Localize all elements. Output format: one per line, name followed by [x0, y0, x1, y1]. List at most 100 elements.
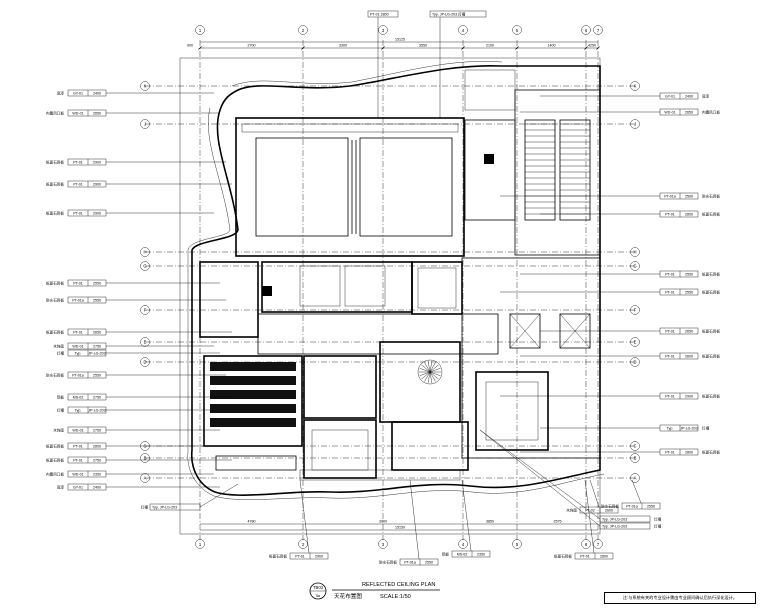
tag-label: 防水石膏板 — [601, 504, 619, 509]
dimension-total: 15125 — [395, 38, 405, 42]
tag-label: 防水石膏板 — [46, 373, 64, 378]
grid-bubble-label: 7 — [597, 28, 600, 33]
grid-bubble-label: J — [634, 122, 636, 127]
tag-height: 2650 — [93, 112, 101, 116]
tag-code: PT-01 — [665, 451, 675, 455]
slat-band — [210, 404, 296, 413]
tag-label: 铝板 — [57, 395, 65, 400]
tag-label: 纸面石膏板 — [702, 272, 720, 277]
tag-label: 底漆 — [57, 485, 65, 490]
grid-bubble-label: 4 — [462, 28, 465, 33]
stair-treads — [525, 123, 590, 215]
tag-code: PT-01 2800 — [370, 13, 389, 17]
tag-height: 2500 — [685, 195, 693, 199]
material-tag — [659, 352, 699, 360]
tag-code: Typ. — [75, 409, 82, 413]
tag-code: PT-01 — [73, 445, 83, 449]
grid-bubble-label: 1 — [199, 28, 202, 33]
material-tag — [659, 192, 699, 200]
material-tag — [67, 209, 107, 217]
tag-height: 2900 — [93, 161, 101, 165]
tag-code: PT-01a — [72, 374, 84, 378]
grid-bubble-label: D — [633, 360, 636, 365]
tag-code: PT-01 — [73, 459, 83, 463]
room-left-upper — [199, 261, 259, 338]
tag-label: 灯槽 — [141, 505, 149, 510]
grid-bubble-left — [140, 81, 150, 91]
dimension-value: 2100 — [486, 44, 494, 48]
tag-label: 纸面石膏板 — [46, 281, 64, 286]
tag-height: 2600 — [685, 355, 693, 359]
grid-bubble-right — [630, 357, 640, 367]
tag-label: 纸面石膏板 — [46, 160, 64, 165]
tag-code: Typ. — [667, 427, 674, 431]
tag-label: 纸面石膏板 — [46, 182, 64, 187]
tag-height: 2550 — [647, 505, 655, 509]
tag-label: 灯槽 — [57, 351, 65, 356]
dimension-value: 4250 — [588, 44, 596, 48]
tag-code: PT-01 — [665, 330, 675, 334]
grid-bubble-label: F — [634, 308, 637, 313]
tag-code: MS-02 — [73, 396, 84, 400]
tag-code: PT-01a — [626, 505, 638, 509]
wc-zone — [303, 355, 377, 419]
tag-code: PT-01 — [665, 355, 675, 359]
tag-code: PT-01 — [580, 555, 590, 559]
tag-height: 2600 — [605, 509, 613, 513]
material-tag — [579, 506, 619, 514]
tag-label: 防水石膏板 — [46, 298, 64, 303]
tag-code: PT-01 — [295, 555, 305, 559]
tag-code: WD-01 — [72, 345, 83, 349]
closet-zone — [303, 419, 377, 479]
grid-bubble-label: 3 — [382, 542, 385, 547]
material-tag — [67, 109, 107, 117]
tag-height: 2750 — [93, 429, 101, 433]
material-tag — [67, 371, 107, 379]
tag-label: 铝板 — [442, 552, 450, 557]
tag-code: PT-02 — [585, 509, 595, 513]
grid-bubble-right — [630, 119, 640, 129]
tag-label: 木饰面 — [566, 508, 577, 513]
tag-height: 2400 — [93, 92, 101, 96]
stair-well — [524, 119, 556, 221]
grid-bubble-top — [593, 25, 603, 35]
room-mid-upper — [261, 261, 413, 313]
grid-bubble-left — [140, 473, 150, 483]
tag-label: 木饰面 — [53, 428, 64, 433]
material-tag — [149, 503, 201, 511]
grid-bubble-top — [298, 25, 308, 35]
tag-label: 防水石膏板 — [379, 560, 397, 565]
tag-label: 纸面石膏板 — [702, 354, 720, 359]
tag-height: JP-LG-203 — [88, 352, 105, 356]
grid-bubble-left — [140, 261, 150, 271]
dimension-value: 900 — [187, 44, 193, 48]
tag-height: 2900 — [93, 183, 101, 187]
outer-curve-line — [187, 61, 605, 500]
tag-height: 2900 — [315, 555, 323, 559]
leader-lines — [106, 17, 660, 560]
tag-label: 纸面石膏板 — [46, 330, 64, 335]
linear-slat-ceiling — [210, 362, 296, 427]
material-tag — [67, 406, 107, 414]
material-tag — [659, 448, 699, 456]
grid-bubble-label: H — [633, 250, 636, 255]
grid-bubble-label: 3 — [382, 28, 385, 33]
grid-bubble-top — [581, 25, 591, 35]
grid-bubble-top — [378, 25, 388, 35]
slat-band — [210, 418, 296, 427]
grid-bubble-label: J — [144, 122, 146, 127]
grid-bubble-bottom — [593, 539, 603, 549]
tag-code: PT-01a — [404, 561, 416, 565]
grid-bubble-left — [140, 247, 150, 257]
dimension-value: 3850 — [486, 520, 494, 524]
grid-bubble-label: F — [144, 308, 147, 313]
grid-bubble-label: 6 — [585, 28, 588, 33]
tag-height: 2650 — [685, 111, 693, 115]
material-tag — [659, 424, 699, 432]
balcony-strip — [215, 455, 297, 471]
tag-code: Typ. JP-LG-203 — [152, 506, 177, 510]
grid-bubble-right — [630, 453, 640, 463]
